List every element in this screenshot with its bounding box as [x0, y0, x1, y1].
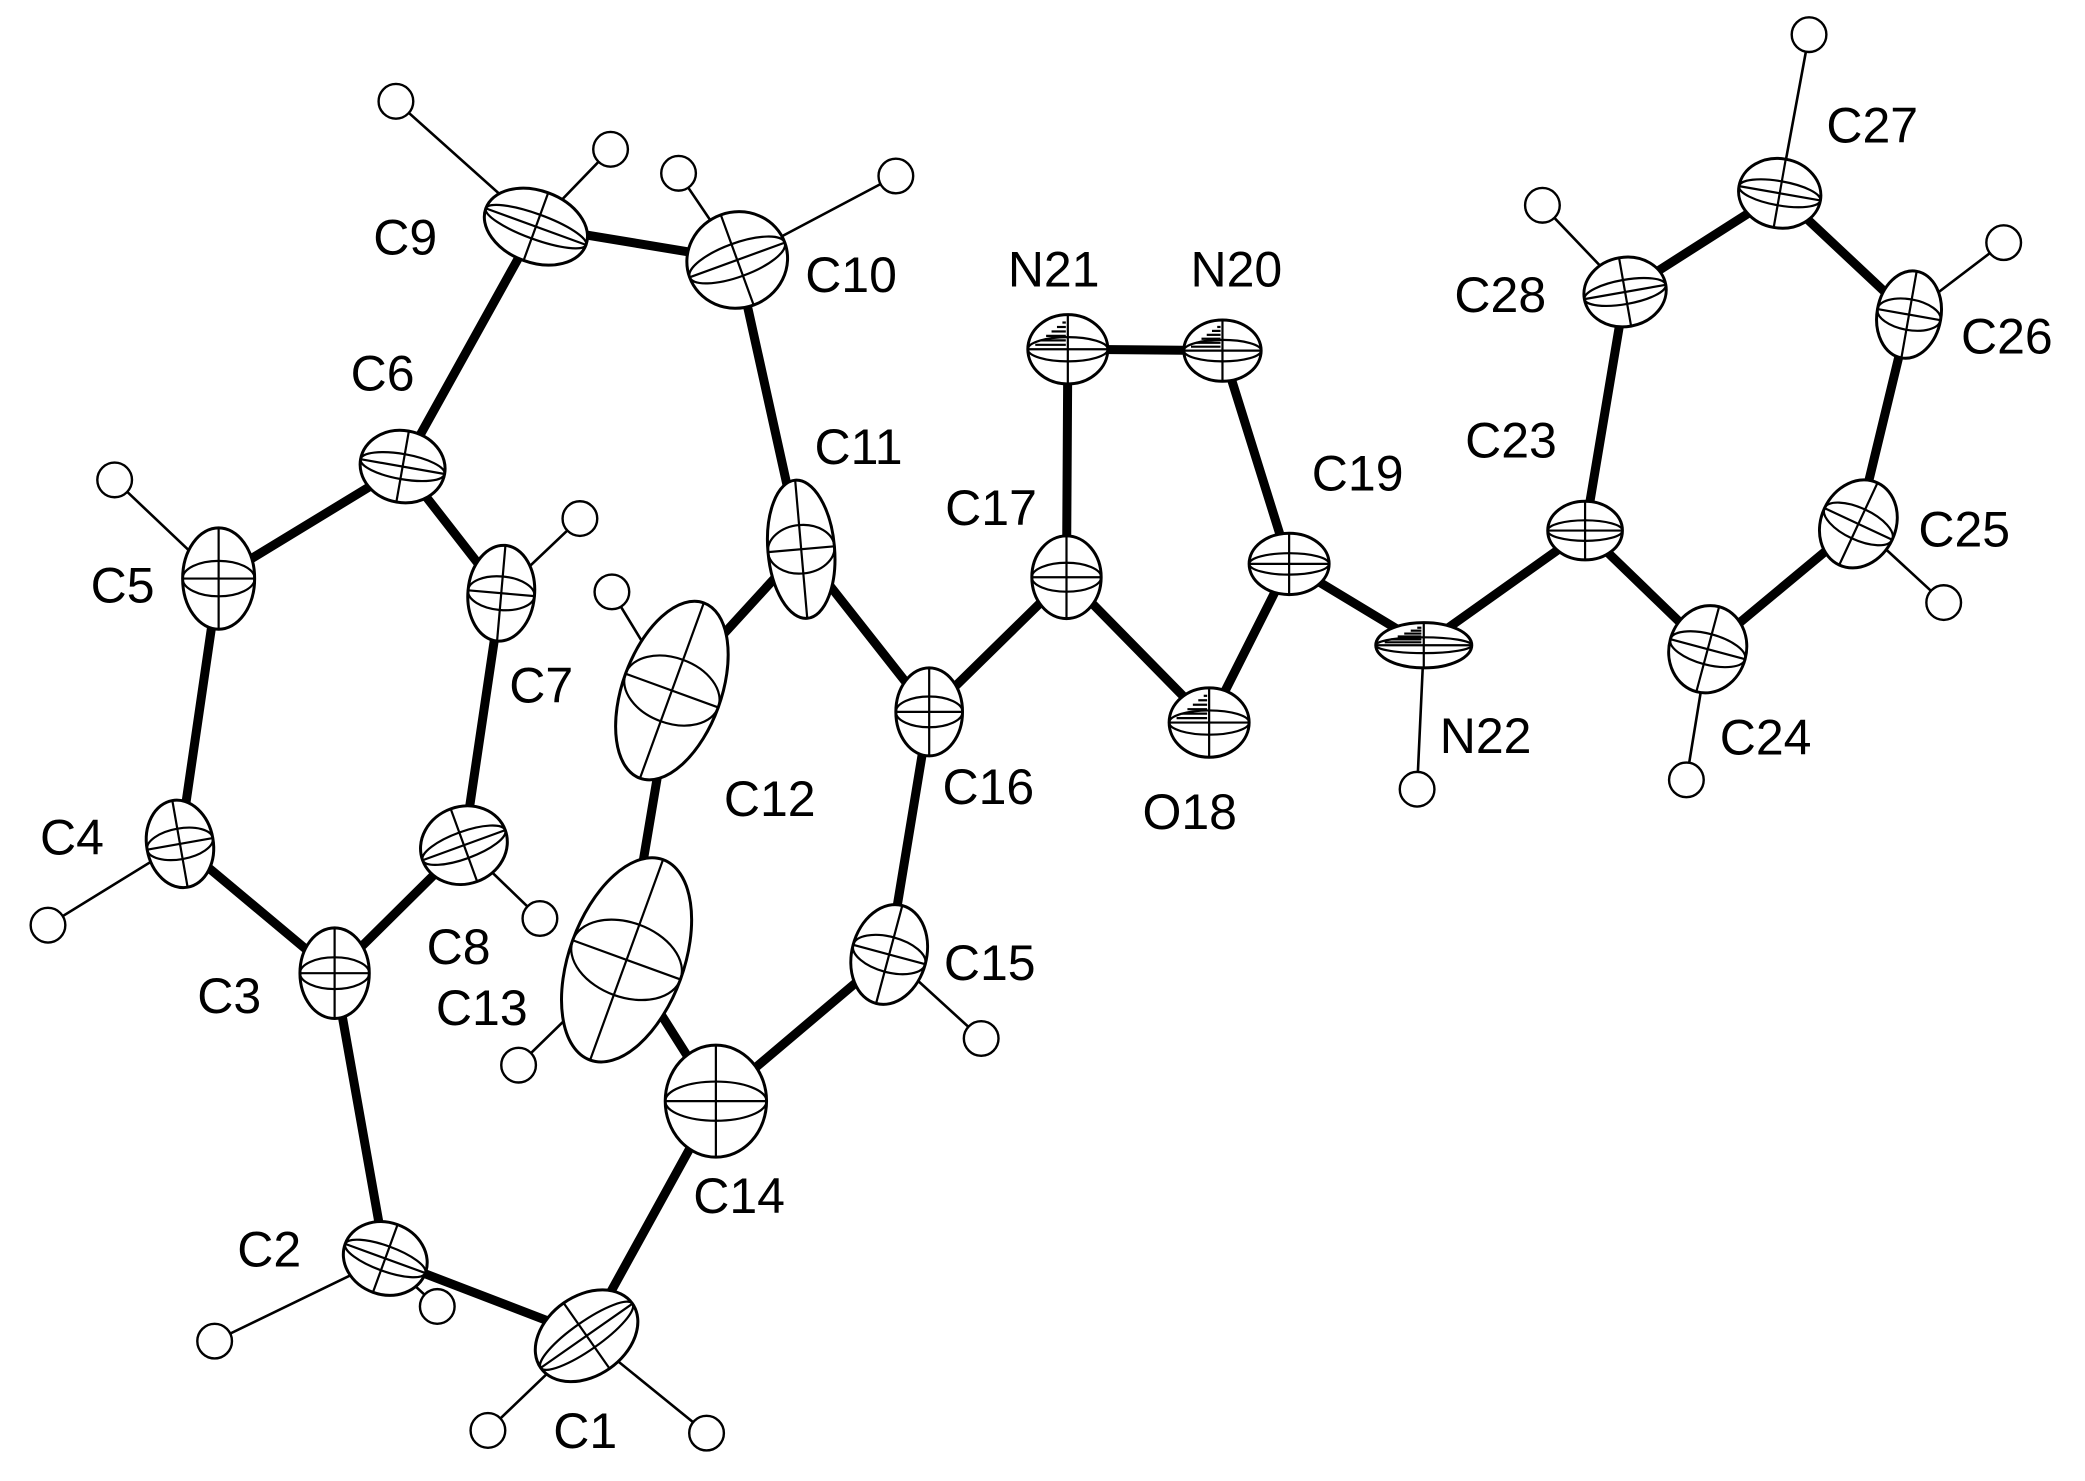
atom-label-C14: C14 — [693, 1168, 785, 1224]
atom-label-C2: C2 — [237, 1221, 301, 1277]
atom-ellipsoid-C15 — [849, 903, 930, 1006]
bond-C6-C9 — [398, 222, 541, 472]
atom-label-N22: N22 — [1440, 708, 1532, 764]
atom-label-C28: C28 — [1454, 267, 1546, 323]
bond-N20-C19 — [1217, 346, 1294, 569]
atom-label-C26: C26 — [1961, 308, 2053, 364]
atom-ellipsoid-C10 — [685, 210, 790, 310]
atom-label-C27: C27 — [1826, 98, 1918, 154]
hydrogen-atom-C9 — [592, 130, 630, 168]
hydrogen-atom-C26 — [1985, 224, 2023, 262]
hydrogen-atom-C28 — [1523, 186, 1561, 224]
atom-label-C1: C1 — [553, 1403, 617, 1459]
atom-ellipsoid-C17 — [1030, 534, 1103, 621]
atom-ellipsoid-O18 — [1167, 686, 1251, 759]
atom-label-C15: C15 — [944, 935, 1036, 991]
atom-label-C8: C8 — [427, 919, 491, 975]
atom-ellipsoid-layer — [144, 156, 1943, 1384]
atom-ellipsoid-C23 — [1546, 499, 1624, 562]
atom-ellipsoid-C2 — [341, 1220, 429, 1297]
atom-label-N21: N21 — [1008, 242, 1100, 298]
atom-ellipsoid-N20 — [1182, 318, 1263, 383]
atom-ellipsoid-C26 — [1875, 269, 1943, 360]
atom-ellipsoid-C14 — [663, 1043, 769, 1159]
hydrogen-atom-C13 — [500, 1046, 538, 1084]
atom-ellipsoid-C24 — [1667, 604, 1749, 695]
atom-label-C11: C11 — [815, 419, 903, 475]
atom-ellipsoid-C11 — [765, 478, 837, 620]
atom-label-C9: C9 — [373, 210, 437, 266]
atom-ellipsoid-N22 — [1374, 621, 1474, 670]
hydrogen-atom-C4 — [29, 906, 67, 944]
atom-ellipsoid-C3 — [298, 926, 371, 1021]
atom-label-C16: C16 — [943, 759, 1035, 815]
hydrogen-atom-C25 — [1925, 584, 1963, 622]
atom-ellipsoid-C12 — [614, 599, 730, 782]
hydrogen-atom-C5 — [96, 461, 134, 499]
atom-label-C10: C10 — [805, 247, 897, 303]
atom-label-C17: C17 — [945, 480, 1037, 536]
atom-ellipsoid-C13 — [560, 856, 694, 1064]
hydrogen-atom-C8 — [521, 899, 559, 938]
atom-ellipsoid-C1 — [533, 1288, 640, 1384]
atom-ellipsoid-C7 — [466, 543, 537, 643]
atom-ellipsoid-C19 — [1247, 531, 1331, 597]
atom-label-C3: C3 — [197, 968, 261, 1024]
atom-label-C25: C25 — [1918, 502, 2010, 558]
hydrogen-atom-C10 — [660, 154, 698, 192]
atom-label-C19: C19 — [1312, 446, 1404, 502]
atom-ellipsoid-C4 — [144, 798, 216, 890]
hydrogen-atom-C24 — [1667, 761, 1705, 799]
atom-label-C5: C5 — [91, 558, 155, 614]
atom-ellipsoid-C25 — [1817, 478, 1899, 570]
atom-ellipsoid-C27 — [1737, 156, 1823, 230]
atom-label-C4: C4 — [40, 810, 104, 866]
bond-C28-C23 — [1580, 287, 1630, 536]
hydrogen-atom-C1 — [469, 1411, 507, 1449]
hydrogen-atom-C12 — [593, 573, 631, 611]
atom-label-C12: C12 — [724, 771, 816, 827]
bond-C2-C3 — [330, 968, 390, 1263]
hydrogen-atom-N22 — [1398, 770, 1436, 808]
atom-ellipsoid-C16 — [894, 666, 965, 758]
hydrogen-atom-C7 — [561, 500, 599, 538]
hydrogen-atom-C9 — [377, 82, 415, 120]
atom-label-C7: C7 — [509, 658, 573, 714]
atom-label-N20: N20 — [1190, 242, 1282, 298]
atom-ellipsoid-C6 — [358, 428, 447, 505]
atom-label-O18: O18 — [1142, 784, 1237, 840]
hydrogen-atom-C2 — [196, 1322, 234, 1360]
atom-label-C23: C23 — [1465, 412, 1557, 468]
hydrogen-atom-C2 — [418, 1287, 456, 1325]
hydrogen-atom-C27 — [1790, 16, 1828, 54]
atom-label-C6: C6 — [351, 346, 415, 402]
atom-ellipsoid-C5 — [181, 526, 257, 631]
hydrogen-atom-layer — [29, 16, 2023, 1452]
atom-label-C13: C13 — [436, 980, 528, 1036]
hydrogen-atom-C15 — [962, 1019, 1000, 1058]
atom-label-C24: C24 — [1720, 710, 1812, 766]
hydrogen-atom-C10 — [877, 157, 915, 195]
atom-ellipsoid-C28 — [1582, 255, 1668, 329]
hydrogen-atom-C1 — [688, 1414, 726, 1452]
atom-ellipsoid-C8 — [419, 804, 509, 887]
atom-ellipsoid-C9 — [482, 186, 590, 267]
atom-ellipsoid-N21 — [1026, 313, 1110, 386]
